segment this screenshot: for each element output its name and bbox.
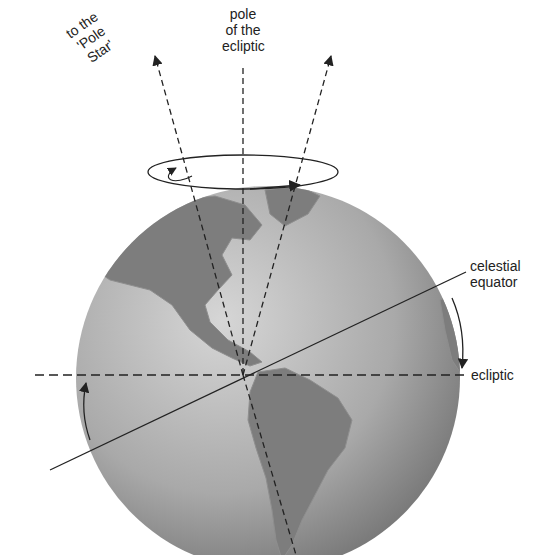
precession-arrow [250, 185, 300, 189]
angle-arrow-left [84, 383, 90, 440]
angle-arrow-right [452, 298, 463, 368]
rotation-axis-lower [243, 375, 296, 555]
globe [76, 186, 470, 555]
rotation-axis [155, 56, 243, 375]
south-america [248, 368, 352, 555]
globe-disc [76, 186, 460, 555]
label-text: ecliptic [471, 367, 531, 383]
ecliptic-pole-axis [242, 68, 243, 375]
label-text: to the 'Pole Star' [58, 5, 123, 71]
axes [35, 56, 466, 555]
north-america [95, 196, 262, 366]
celestial-equator-line [50, 272, 466, 470]
africa-edge [440, 290, 470, 380]
spin-arrow [168, 168, 192, 181]
cone-edge [243, 56, 331, 375]
label-text: celestial equator [470, 258, 532, 290]
greenland [265, 186, 320, 226]
precession-ellipse-back [148, 155, 338, 172]
label-text: pole of the ecliptic [222, 6, 264, 54]
